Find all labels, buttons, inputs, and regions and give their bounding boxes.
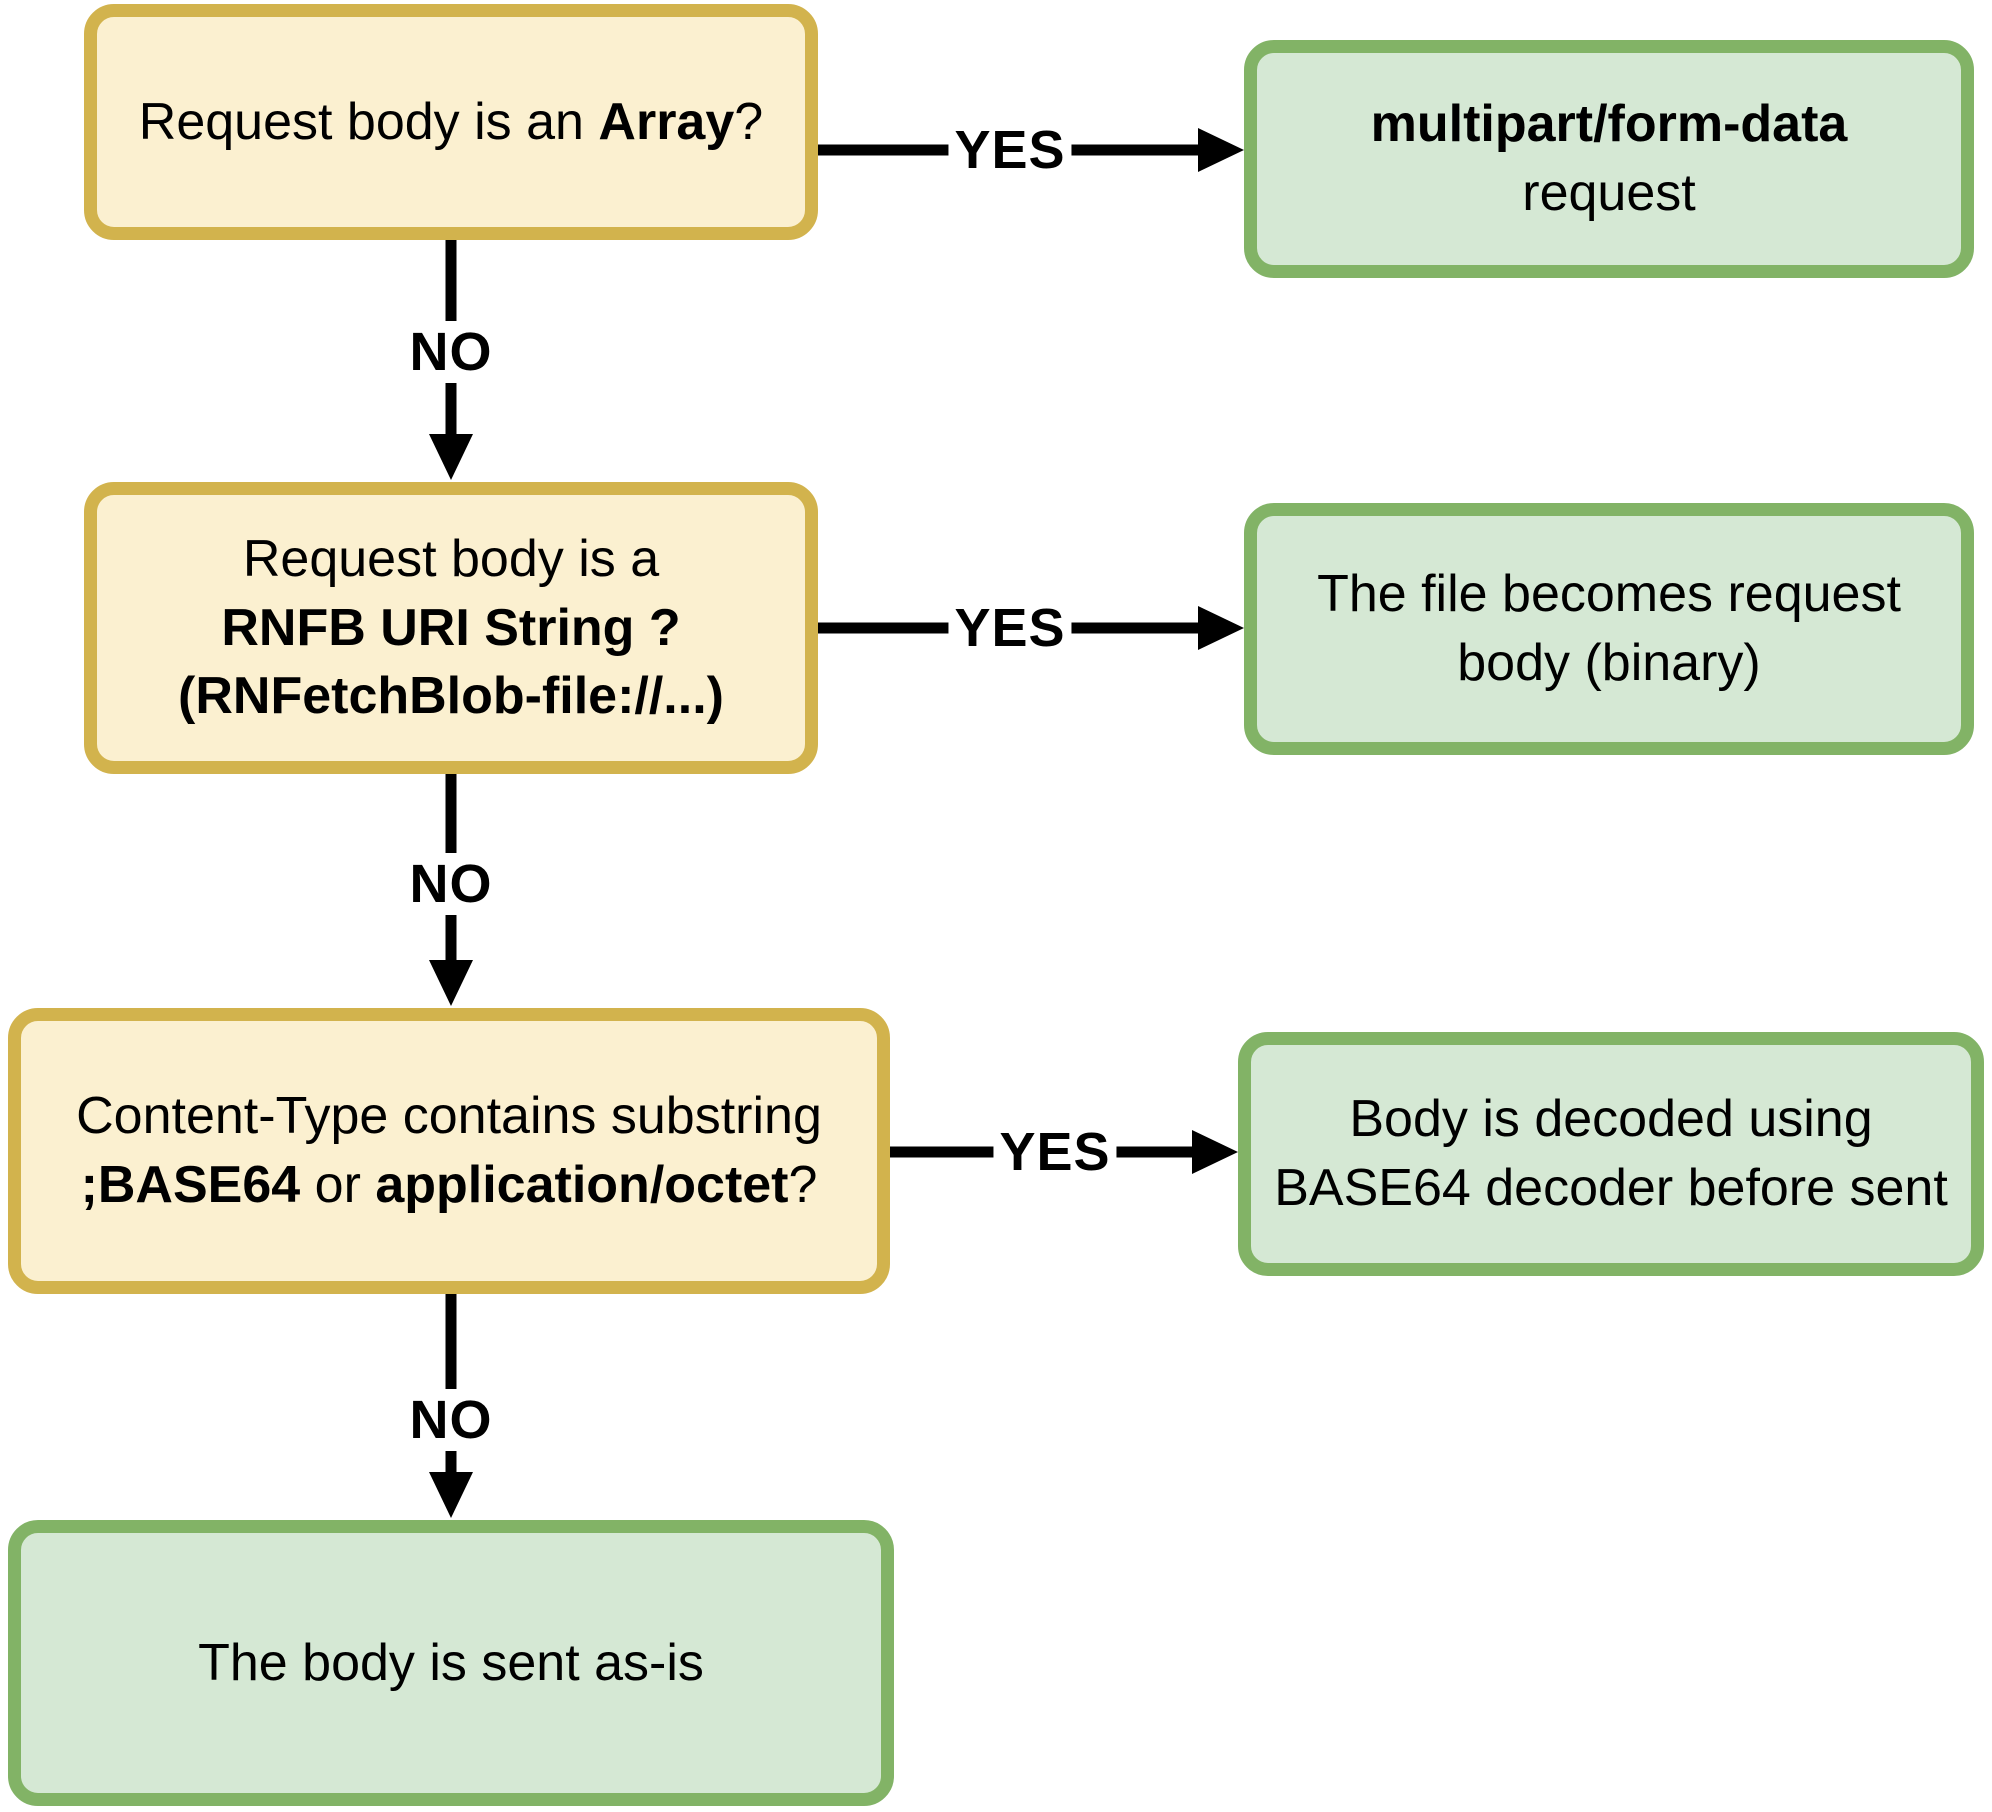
result-node-base64-decoded: Body is decoded using BASE64 decoder bef… (1238, 1032, 1984, 1276)
question-rnfb-line2: RNFB URI String ? (221, 598, 681, 657)
question-base64-line1: Content-Type contains substring (76, 1087, 822, 1146)
result-decoded-line1: Body is decoded using (1349, 1090, 1873, 1149)
question-array-text-post: ? (734, 92, 764, 151)
question-node-array: Request body is an Array? (84, 4, 818, 240)
edge-label-no-2: NO (403, 853, 499, 915)
question-rnfb-line1: Request body is a (242, 530, 660, 589)
question-array-text: Request body is an Array? (139, 88, 763, 157)
question-base64-line2-bold1: ;BASE64 (80, 1156, 301, 1214)
edge-label-yes-1: YES (948, 119, 1072, 181)
edge-label-yes-2: YES (948, 597, 1072, 659)
result-file-line1: The file becomes request (1317, 565, 1901, 624)
result-node-file-binary: The file becomes request body (binary) (1244, 503, 1974, 755)
question-base64-line2-mid: or (300, 1156, 376, 1214)
result-file-line2: body (binary) (1457, 634, 1761, 692)
question-base64-line2: ;BASE64 or application/octet? (81, 1151, 818, 1220)
result-asis-line1: The body is sent as-is (198, 1633, 704, 1692)
question-array-text-pre: Request body is an (138, 92, 599, 151)
edge-label-yes-3: YES (993, 1121, 1117, 1183)
result-decoded-line2: BASE64 decoder before sent (1274, 1159, 1948, 1217)
question-rnfb-line3: (RNFetchBlob-file://...) (178, 667, 724, 726)
question-node-rnfb-uri: Request body is a RNFB URI String ? (RNF… (84, 482, 818, 774)
result-multipart-line2: request (1522, 164, 1696, 222)
question-node-content-type: Content-Type contains substring ;BASE64 … (8, 1008, 890, 1294)
question-base64-line2-bold2: application/octet (375, 1156, 789, 1214)
question-array-text-bold: Array (598, 92, 735, 151)
question-base64-line2-post: ? (788, 1156, 818, 1214)
result-node-multipart: multipart/form-data request (1244, 40, 1974, 278)
edge-label-no-3: NO (403, 1389, 499, 1451)
edge-label-no-1: NO (403, 321, 499, 383)
result-node-body-as-is: The body is sent as-is (8, 1520, 894, 1806)
result-multipart-line1: multipart/form-data (1370, 95, 1848, 154)
